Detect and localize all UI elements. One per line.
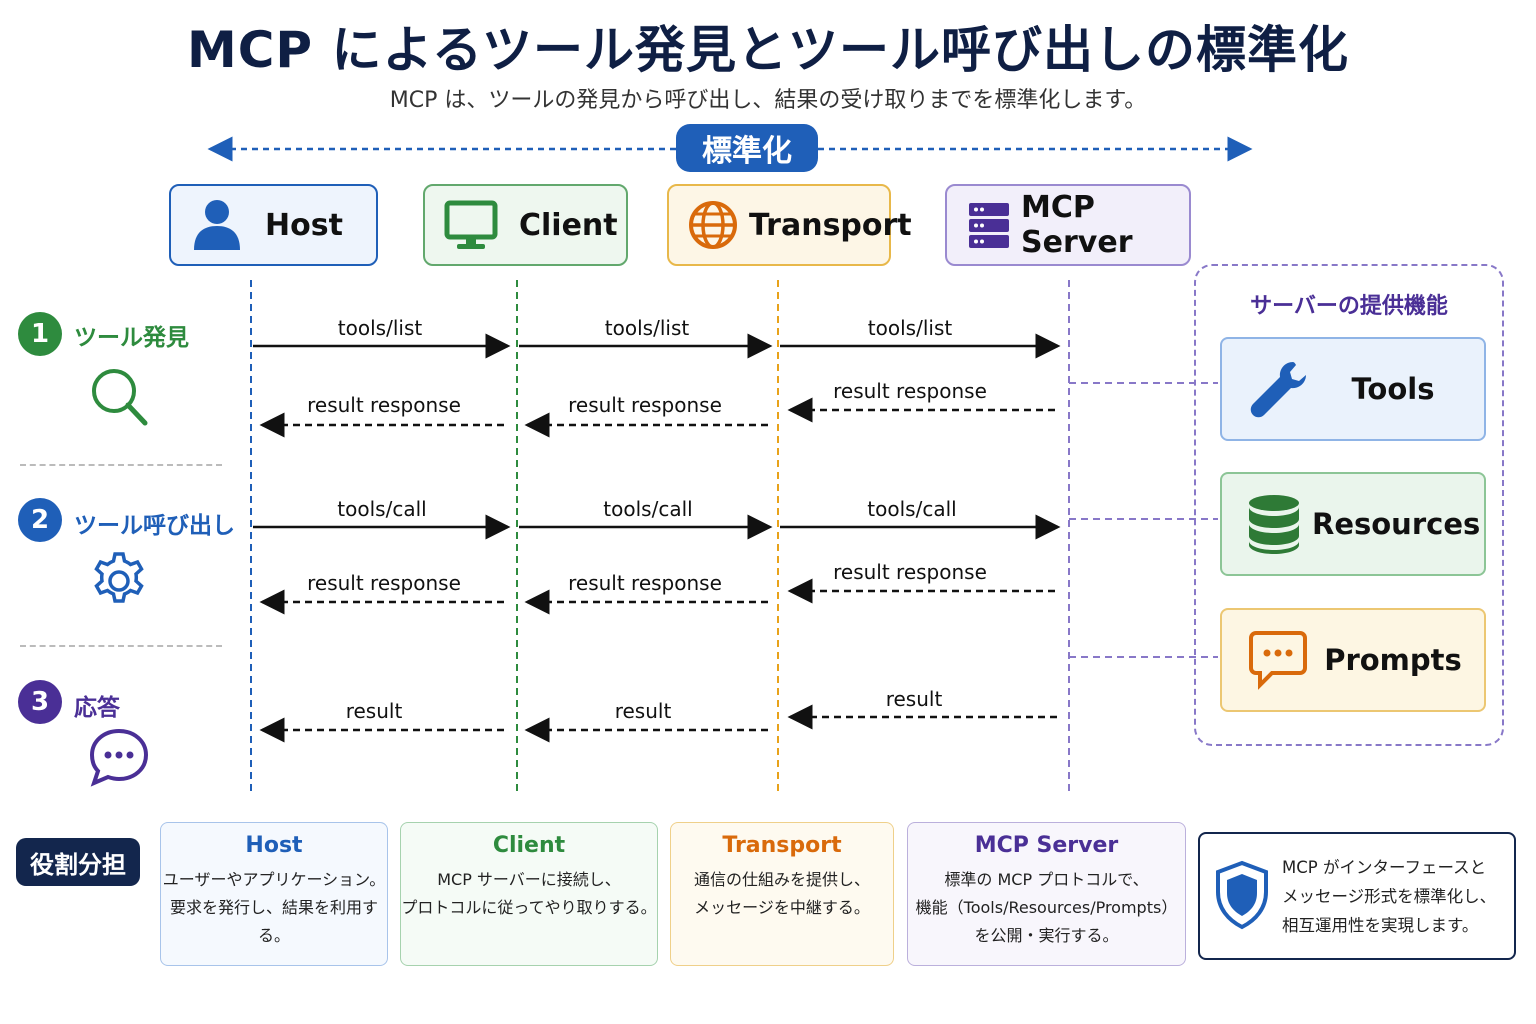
msg-result-response: result response (568, 393, 722, 417)
capability-tools-label: Tools (1351, 372, 1435, 406)
role-host-title: Host (245, 833, 303, 858)
actor-client-label: Client (519, 207, 618, 243)
role-server-title: MCP Server (974, 833, 1119, 858)
step-2-label: ツール呼び出し (74, 513, 235, 539)
msg-result-response: result response (307, 571, 461, 595)
step-divider (20, 645, 222, 647)
role-transport-desc: 通信の仕組みを提供し、 メッセージを中継する。 (693, 870, 870, 917)
role-client: Client MCP サーバーに接続し、 プロトコルに従ってやり取りする。 (400, 822, 658, 966)
actor-host-label: Host (265, 207, 343, 243)
step-divider (20, 464, 222, 466)
msg-result: result (614, 699, 672, 723)
shield-icon (1214, 860, 1274, 932)
step-1-number: 1 (18, 312, 62, 356)
roles-badge: 役割分担 (16, 838, 140, 886)
step-2-number: 2 (18, 498, 62, 542)
monitor-icon (443, 197, 499, 253)
msg-result-response: result response (568, 571, 722, 595)
interoperability-note: MCP がインターフェースと メッセージ形式を標準化し、 相互運用性を実現します… (1198, 832, 1516, 960)
role-transport: Transport 通信の仕組みを提供し、 メッセージを中継する。 (670, 822, 894, 966)
database-icon (1246, 492, 1302, 556)
msg-tools-call: tools/call (337, 497, 427, 521)
search-icon (88, 365, 152, 433)
role-server: MCP Server 標準の MCP プロトコルで、 機能（Tools/Reso… (907, 822, 1186, 966)
msg-tools-call: tools/call (867, 497, 957, 521)
step-3-number: 3 (18, 680, 62, 724)
capabilities-title: サーバーの提供機能 (1250, 294, 1448, 319)
gear-icon (88, 550, 150, 616)
role-host: Host ユーザーやアプリケーション。 要求を発行し、結果を利用する。 (160, 822, 388, 966)
actor-client: Client (423, 184, 628, 266)
page-title: MCP によるツール発見とツール呼び出しの標準化 (186, 21, 1349, 79)
role-client-title: Client (492, 833, 566, 858)
capability-prompts: Prompts (1220, 608, 1486, 712)
actor-transport-label: Transport (749, 207, 912, 243)
server-capabilities-panel (1194, 264, 1504, 746)
role-host-desc: ユーザーやアプリケーション。 要求を発行し、結果を利用する。 (162, 870, 386, 945)
server-icon (965, 197, 1013, 253)
msg-result: result (345, 699, 403, 723)
msg-result-response: result response (307, 393, 461, 417)
page-subtitle: MCP は、ツールの発見から呼び出し、結果の受け取りまでを標準化します。 (389, 88, 1147, 113)
capability-resources-label: Resources (1312, 507, 1481, 541)
msg-tools-call: tools/call (603, 497, 693, 521)
msg-result: result (885, 687, 943, 711)
actor-server: MCP Server (945, 184, 1191, 266)
step-1-label: ツール発見 (74, 325, 189, 351)
actor-transport: Transport (667, 184, 912, 266)
actor-host: Host (169, 184, 378, 266)
capability-prompts-label: Prompts (1324, 643, 1462, 677)
msg-result-response: result response (833, 379, 987, 403)
actor-server-label: MCP Server (1021, 190, 1133, 260)
msg-tools-list: tools/list (867, 316, 953, 340)
step-3-label: 応答 (74, 695, 120, 721)
note-text: MCP がインターフェースと メッセージ形式を標準化し、 相互運用性を実現します… (1282, 857, 1497, 935)
user-icon (189, 197, 245, 253)
capability-resources: Resources (1220, 472, 1486, 576)
role-client-desc: MCP サーバーに接続し、 プロトコルに従ってやり取りする。 (401, 870, 657, 917)
message-dots-icon (1246, 628, 1310, 692)
role-transport-title: Transport (722, 833, 842, 858)
msg-tools-list: tools/list (337, 316, 423, 340)
msg-tools-list: tools/list (604, 316, 690, 340)
role-server-desc: 標準の MCP プロトコルで、 機能（Tools/Resources/Promp… (915, 870, 1178, 945)
msg-result-response: result response (833, 560, 987, 584)
capability-tools: Tools (1220, 337, 1486, 441)
standardization-badge: 標準化 (676, 124, 818, 172)
wrench-icon (1246, 357, 1310, 421)
globe-icon (687, 197, 739, 253)
chat-bubble-icon (88, 726, 150, 792)
